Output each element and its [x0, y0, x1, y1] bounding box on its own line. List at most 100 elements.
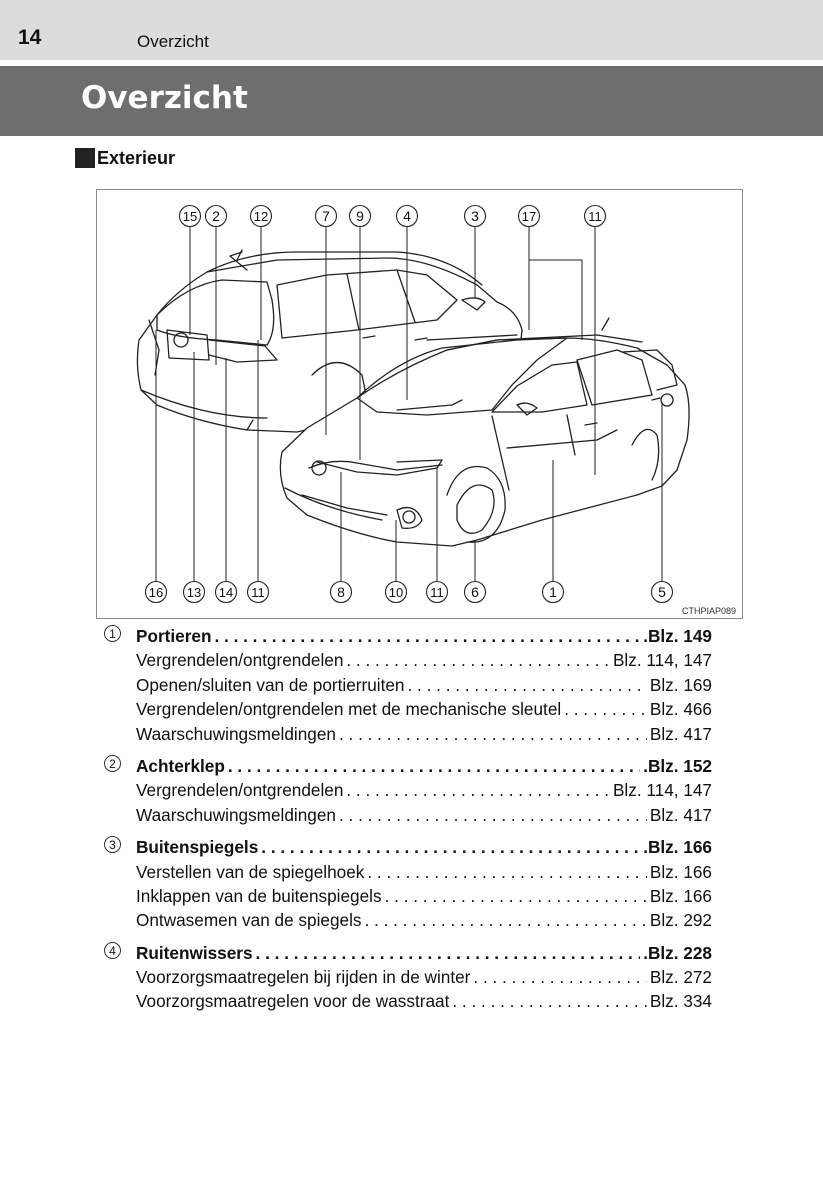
svg-text:13: 13: [187, 585, 201, 600]
item-sub-row: Vergrendelen/ontgrendelen Blz. 114, 147: [136, 778, 712, 802]
svg-text:2: 2: [212, 208, 220, 224]
callout-8: 8: [329, 580, 353, 604]
item-sub-label: Vergrendelen/ontgrendelen: [136, 650, 344, 671]
page-reference: .Blz. 228: [643, 942, 712, 963]
section-square-icon: [75, 148, 95, 168]
callout-1: 1: [541, 580, 565, 604]
item-title: Portieren: [136, 626, 212, 646]
callout-12: 12: [249, 204, 273, 228]
item-number-badge: 2: [104, 754, 121, 772]
page-reference: Blz. 166: [649, 885, 712, 906]
item-title-row: Achterklep .Blz. 152: [136, 754, 712, 778]
svg-text:17: 17: [522, 209, 536, 224]
item-title-row: Ruitenwissers .Blz. 228: [136, 941, 712, 965]
front-car-drawing: [279, 317, 690, 547]
callout-11: 11: [246, 580, 270, 604]
callout-11: 11: [583, 204, 607, 228]
page-reference: .Blz. 152: [643, 755, 712, 776]
dot-leader: [256, 941, 641, 965]
item-sub-label: Voorzorgsmaatregelen voor de wasstraat: [136, 991, 450, 1012]
title-band: Overzicht: [0, 66, 823, 136]
svg-text:11: 11: [251, 585, 265, 600]
item-sub-row: Verstellen van de spiegelhoek Blz. 166: [136, 860, 712, 884]
item-sub-row: Inklappen van de buitenspiegels Blz. 166: [136, 884, 712, 908]
dot-leader: [452, 989, 647, 1013]
item-number-badge: 4: [104, 941, 121, 959]
dot-leader: [346, 648, 610, 672]
callout-10: 10: [384, 580, 408, 604]
dot-leader: [214, 624, 640, 648]
item-sub-label: Voorzorgsmaatregelen bij rijden in de wi…: [136, 967, 471, 988]
item-sub-row: Voorzorgsmaatregelen voor de wasstraat Bl…: [136, 989, 712, 1013]
svg-text:8: 8: [337, 584, 345, 600]
item-sub-row: Vergrendelen/ontgrendelen Blz. 114, 147: [136, 648, 712, 672]
page-reference: Blz. 466: [649, 699, 712, 720]
item-sub-label: Waarschuwingsmeldingen: [136, 723, 336, 744]
section-title: Exterieur: [97, 147, 176, 168]
page-reference: Blz. 166: [649, 861, 712, 882]
callout-6: 6: [463, 580, 487, 604]
svg-text:4: 4: [403, 208, 411, 224]
item-title-row: Buitenspiegels .Blz. 166: [136, 835, 712, 859]
dot-leader: [339, 803, 647, 827]
callout-2: 2: [204, 204, 228, 228]
item-title: Ruitenwissers: [136, 942, 253, 963]
page-title: Overzicht: [81, 80, 248, 116]
svg-text:10: 10: [389, 585, 403, 600]
page-reference: Blz. 417: [649, 723, 712, 744]
callout-4: 4: [395, 204, 419, 228]
dot-leader: [228, 754, 640, 778]
dot-leader: [385, 884, 647, 908]
page-reference: Blz. 114, 147: [612, 780, 712, 801]
svg-text:7: 7: [322, 208, 330, 224]
list-item: 4 Ruitenwissers .Blz. 228Voorzorgsmaatrege…: [104, 941, 712, 1014]
page-reference: Blz. 334: [649, 991, 712, 1012]
callout-7: 7: [314, 204, 338, 228]
callout-5: 5: [650, 580, 674, 604]
item-title: Achterklep: [136, 755, 225, 776]
page-reference: Blz. 292: [649, 910, 712, 931]
svg-text:12: 12: [254, 209, 268, 224]
item-sub-label: Ontwasemen van de spiegels: [136, 910, 362, 931]
svg-text:9: 9: [356, 208, 364, 224]
page-reference: Blz. 272: [649, 967, 712, 988]
page-reference: Blz. 169: [649, 674, 712, 695]
item-title-row: Portieren .Blz. 149: [136, 624, 712, 648]
callout-17: 17: [517, 204, 541, 228]
callout-15: 15: [178, 204, 202, 228]
item-sub-label: Inklappen van de buitenspiegels: [136, 885, 382, 906]
item-sub-row: Openen/sluiten van de portierruitenBlz. …: [136, 673, 712, 697]
item-number-badge: 1: [104, 625, 121, 642]
dot-leader: [364, 908, 646, 932]
item-sub-label: Vergrendelen/ontgrendelen: [136, 780, 344, 801]
svg-text:1: 1: [549, 584, 557, 600]
page-reference: .Blz. 149: [643, 626, 712, 646]
page-reference: Blz. 114, 147: [612, 650, 712, 671]
page-reference: .Blz. 166: [643, 837, 712, 858]
item-sub-label: Verstellen van de spiegelhoek: [136, 861, 365, 882]
item-sub-row: Vergrendelen/ontgrendelen met de mechani…: [136, 697, 712, 721]
page-number: 14: [18, 26, 42, 49]
item-sub-label: Vergrendelen/ontgrendelen met de mechani…: [136, 699, 562, 720]
callout-16: 16: [144, 580, 168, 604]
dot-leader: [346, 778, 610, 802]
item-title: Buitenspiegels: [136, 837, 259, 858]
dot-leader: [261, 835, 640, 859]
item-number-badge: 3: [104, 836, 121, 854]
item-sub-row: Voorzorgsmaatregelen bij rijden in de wi…: [136, 965, 712, 989]
callout-11: 11: [425, 580, 449, 604]
callout-3: 3: [463, 204, 487, 228]
svg-text:11: 11: [430, 585, 444, 600]
dot-leader: [564, 697, 647, 721]
svg-text:16: 16: [149, 585, 163, 600]
svg-text:14: 14: [219, 585, 233, 600]
item-sub-row: Ontwasemen van de spiegels Blz. 292: [136, 908, 712, 932]
callouts-top: 15 2 12 7 9 4 3 17 11: [178, 204, 607, 228]
callout-13: 13: [182, 580, 206, 604]
